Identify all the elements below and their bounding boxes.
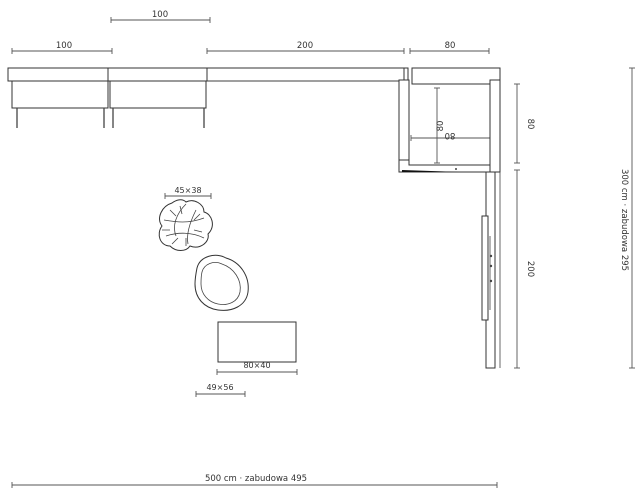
dim-top-100-lower: 100 <box>56 41 72 51</box>
dim-chair: 49×56 <box>206 383 233 392</box>
coffee-table <box>217 321 297 363</box>
sofa-module-left <box>7 67 109 128</box>
plant-monstera-icon <box>158 199 213 251</box>
wall-shelf-long <box>206 67 405 82</box>
dimension-labels: 100 100 200 80 80 200 300 cm · zabudowa … <box>56 10 629 484</box>
sofa-module-center <box>107 67 208 128</box>
dim-table: 80×40 <box>243 361 270 370</box>
armchair-icon <box>194 254 249 311</box>
dim-inner-80-vertical: 80 <box>436 121 446 132</box>
dim-total-width: 500 cm · zabudowa 495 <box>205 474 307 484</box>
dim-inner-80-horizontal: 80 <box>445 130 456 140</box>
dim-plant: 45×38 <box>174 186 201 195</box>
dim-right-80: 80 <box>525 119 535 130</box>
wall-panel-right <box>481 171 501 369</box>
corner-cabinet <box>398 67 501 173</box>
dim-total-height: 300 cm · zabudowa 295 <box>619 169 629 271</box>
dim-top-80: 80 <box>445 41 456 51</box>
dimension-lines <box>11 17 635 488</box>
dim-top-100-upper: 100 <box>152 10 168 20</box>
dim-top-200: 200 <box>297 41 313 51</box>
dim-right-200: 200 <box>525 261 535 277</box>
